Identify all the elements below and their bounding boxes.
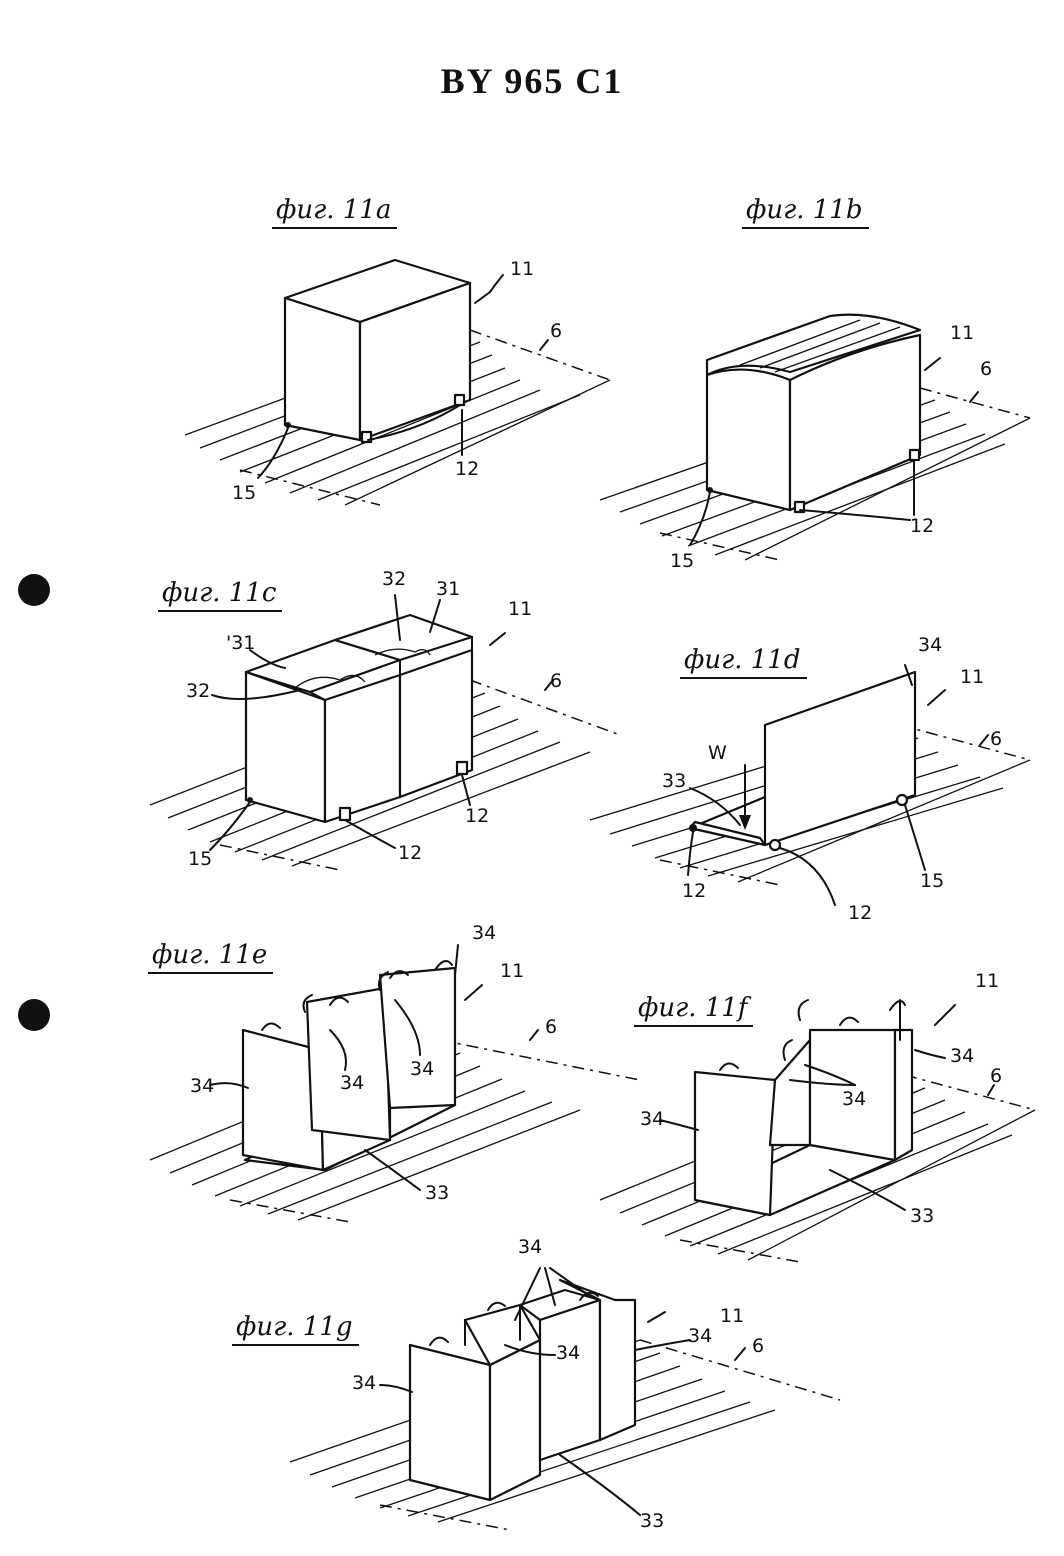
- ref-34: 34: [842, 1088, 866, 1110]
- leader-line: [530, 1030, 538, 1040]
- ref-6: 6: [990, 728, 1002, 750]
- ref-33: 33: [640, 1510, 664, 1532]
- ref-6: 6: [752, 1335, 764, 1357]
- ref-32: 32: [382, 568, 406, 590]
- ref-6: 6: [980, 358, 992, 380]
- figure-11c-drawing: [150, 595, 620, 870]
- leader-line: [455, 945, 458, 975]
- unfolding-container: [695, 1018, 912, 1215]
- leader-line: [490, 275, 503, 292]
- ref-11: 11: [975, 970, 999, 992]
- ref-32: 32: [186, 680, 210, 702]
- ref-11: 11: [510, 258, 534, 280]
- leader-line: [970, 392, 978, 402]
- leader-line: [365, 1150, 420, 1190]
- figure-11b-drawing: [600, 315, 1030, 560]
- leader-line: [380, 1385, 412, 1392]
- leader-line: [980, 735, 988, 745]
- container-box: [707, 315, 920, 512]
- fold-arrow: [784, 1040, 792, 1060]
- ref-34: 34: [410, 1058, 434, 1080]
- fold-arrow: [430, 1338, 448, 1345]
- ref-11: 11: [720, 1305, 744, 1327]
- ref-34: 34: [918, 634, 942, 656]
- ref-33: 33: [662, 770, 686, 792]
- ref-6: 6: [990, 1065, 1002, 1087]
- arrow-11: [935, 1005, 955, 1025]
- ref-12: 12: [465, 805, 489, 827]
- arrow-11: [465, 985, 482, 1000]
- ref-12: 15: [920, 870, 944, 892]
- ref-34: 34: [340, 1072, 364, 1094]
- ref-15: 15: [188, 848, 212, 870]
- ref-11: 11: [950, 322, 974, 344]
- leader-line: [560, 1455, 640, 1515]
- ref-11: 11: [960, 666, 984, 688]
- leader-line: [660, 1120, 698, 1130]
- arrow-11: [925, 358, 940, 370]
- figure-11e-drawing: [150, 945, 640, 1222]
- punch-hole: [18, 574, 50, 606]
- ref-34: 34: [556, 1342, 580, 1364]
- ref-15: 15: [232, 482, 256, 504]
- arrow-11: [490, 633, 505, 645]
- punch-hole: [18, 999, 50, 1031]
- ref-12: 12: [398, 842, 422, 864]
- ref-12: 12: [910, 515, 934, 537]
- arrow-11: [928, 690, 945, 705]
- ref-34: 34: [518, 1236, 542, 1258]
- ref-15: 12: [682, 880, 706, 902]
- figure-11f-drawing: [600, 1000, 1035, 1262]
- arrow-11: [475, 292, 490, 303]
- ref-6: 6: [550, 320, 562, 342]
- leader-line: [780, 848, 835, 905]
- figure-11d-drawing: [590, 665, 1030, 905]
- ref-15: 15: [670, 550, 694, 572]
- ref-34: 34: [472, 922, 496, 944]
- ref-w: W: [708, 742, 727, 764]
- arrow-11: [648, 1312, 665, 1322]
- leader-line: [540, 340, 548, 350]
- leader-line: [735, 1348, 745, 1360]
- leader-line: [800, 510, 910, 520]
- fold-arrow: [799, 1000, 808, 1020]
- leader-line: [688, 832, 693, 875]
- ref-34: 34: [352, 1372, 376, 1394]
- ref-31: '31: [226, 632, 255, 654]
- leader-line: [345, 820, 395, 848]
- ref-11: 11: [508, 598, 532, 620]
- figure-11g-drawing: [290, 1268, 840, 1530]
- leader-line: [210, 802, 250, 850]
- ref-6: 6: [545, 1016, 557, 1038]
- ref-12: 12: [455, 458, 479, 480]
- ref-31: 31: [436, 578, 460, 600]
- fold-arrow: [890, 1001, 905, 1010]
- folded-containers: [410, 1280, 635, 1500]
- ref-34: 34: [950, 1045, 974, 1067]
- figure-11a-drawing: [185, 260, 610, 505]
- ref-33: 33: [425, 1182, 449, 1204]
- ref-34: 34: [640, 1108, 664, 1130]
- ref-6: 6: [550, 670, 562, 692]
- ref-33: 33: [910, 1205, 934, 1227]
- leader-line: [915, 1050, 945, 1058]
- ref-34: 34: [688, 1325, 712, 1347]
- ref-11: 11: [500, 960, 524, 982]
- ref-12: 12: [848, 902, 872, 924]
- ref-34: 34: [190, 1075, 214, 1097]
